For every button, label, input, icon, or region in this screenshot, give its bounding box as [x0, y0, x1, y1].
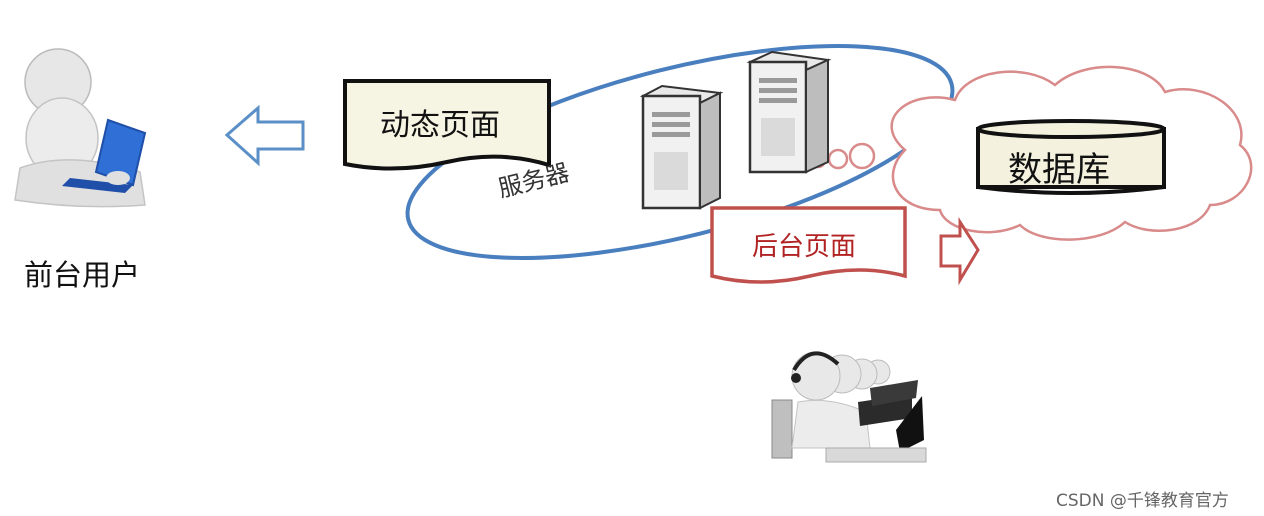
- server-ellipse: [405, 44, 955, 260]
- headset-operator-icon: [771, 351, 927, 463]
- dynamic-page-note: [343, 79, 551, 171]
- response-arrow-left: [224, 104, 305, 167]
- dynamic-page-label: 动态页面: [380, 108, 500, 143]
- server-tower-icon: [746, 50, 832, 174]
- database-label: 数据库: [1008, 150, 1110, 190]
- admin-arrow-right: [939, 216, 980, 286]
- admin-page-note: [710, 206, 907, 284]
- server-tower-icon: [639, 84, 724, 210]
- admin-page-label: 后台页面: [752, 232, 857, 262]
- watermark: CSDN @千锋教育官方: [1056, 491, 1229, 511]
- person-laptop-icon: [14, 48, 147, 208]
- front-user-label: 前台用户: [24, 258, 141, 292]
- database-cylinder-icon: [976, 119, 1166, 195]
